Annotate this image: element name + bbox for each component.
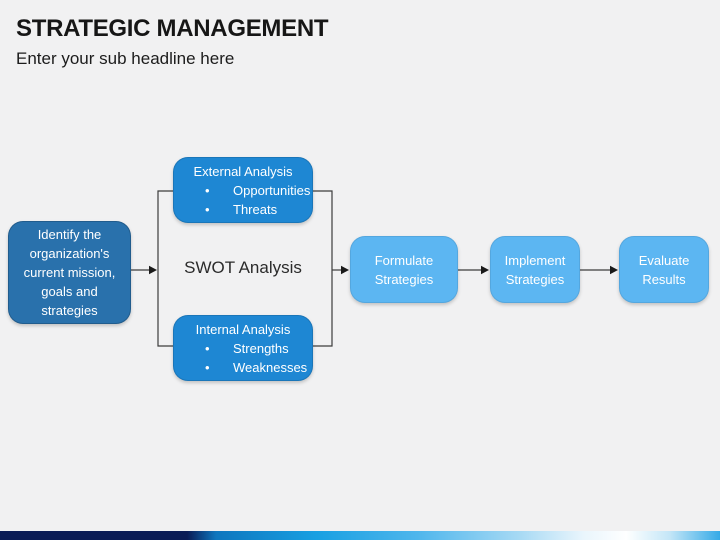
slide-subtitle: Enter your sub headline here	[16, 49, 235, 68]
swot-bracket-left	[157, 190, 176, 347]
implement-strategies-text: Implement Strategies	[504, 252, 566, 287]
internal-analysis-bullet-strengths: Strengths	[174, 339, 312, 358]
evaluate-results-box: Evaluate Results	[619, 236, 709, 303]
external-analysis-box: External Analysis Opportunities Threats	[173, 157, 313, 223]
swot-analysis-label: SWOT Analysis	[184, 258, 302, 277]
evaluate-results-text: Evaluate Results	[638, 252, 690, 287]
implement-strategies-box: Implement Strategies	[490, 236, 580, 303]
external-analysis-bullet-threats: Threats	[174, 200, 312, 219]
external-analysis-title: External Analysis	[193, 164, 293, 179]
arrow-implement-to-evaluate	[579, 265, 618, 275]
internal-analysis-title: Internal Analysis	[195, 322, 291, 337]
formulate-strategies-text: Formulate Strategies	[374, 252, 434, 287]
formulate-strategies-box: Formulate Strategies	[350, 236, 458, 303]
internal-analysis-bullet-weaknesses: Weaknesses	[174, 358, 312, 377]
arrow-mission-to-swot	[131, 265, 157, 275]
arrow-formulate-to-implement	[458, 265, 489, 275]
external-analysis-bullet-opportunities: Opportunities	[174, 181, 312, 200]
mission-box: Identify the organization's current miss…	[8, 221, 131, 324]
mission-box-text: Identify the organization's current miss…	[23, 227, 116, 318]
bottom-accent-bar	[0, 531, 720, 540]
slide-title: STRATEGIC MANAGEMENT	[16, 15, 329, 42]
internal-analysis-box: Internal Analysis Strengths Weaknesses	[173, 315, 313, 381]
swot-bracket-right	[310, 190, 333, 347]
arrow-swot-to-formulate	[332, 265, 349, 275]
